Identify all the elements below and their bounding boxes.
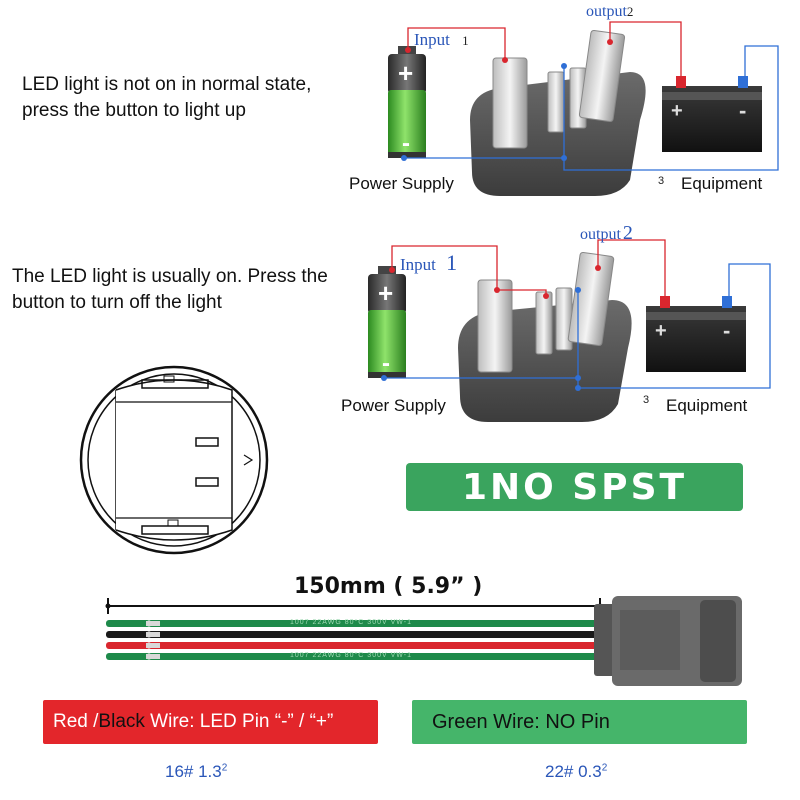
diagram1-equipment-label: Equipment xyxy=(681,174,763,193)
diagram1-power-battery xyxy=(388,46,426,158)
wiring-diagrams-svg xyxy=(368,21,779,422)
green-word: Green xyxy=(432,711,488,733)
diagram2-input-text: Input xyxy=(400,255,436,274)
diagram1-output-label: output2 xyxy=(586,3,633,21)
red-word: Red xyxy=(53,711,88,732)
wire-word: Wire: xyxy=(144,711,200,732)
wire-print-text-top: 1007 22AWG 80°C 300V VW-1 xyxy=(290,619,412,626)
diagram1-power-supply-label: Power Supply xyxy=(349,174,454,193)
diagram2-battery-plus: + xyxy=(378,278,394,308)
diagram1-equipment-battery xyxy=(662,76,762,152)
diagram2-power-battery xyxy=(368,266,406,378)
right-gauge-sup: 2 xyxy=(601,762,608,774)
red-black-wire-label-box: Red /Black Wire: LED Pin “-” / “+” xyxy=(43,700,378,744)
diagram1-switch xyxy=(470,29,646,196)
diagram1-equipment-plus: + xyxy=(671,100,683,122)
diagram2-battery-minus: - xyxy=(382,350,390,377)
diagram2-equipment-label: Equipment xyxy=(666,396,748,415)
switch-pin-layout-diagram xyxy=(79,365,269,555)
diagram2-description-line2: button to turn off the light xyxy=(12,291,222,313)
diagram2-equipment-number: 3 xyxy=(643,394,650,406)
diagram2-input-label: Input 1 xyxy=(400,250,457,276)
wire-harness-svg xyxy=(105,596,742,686)
diagram1-battery-plus: + xyxy=(398,58,414,88)
diagram2-description-line1: The LED light is usually on. Press the xyxy=(12,266,328,287)
diagram1-equipment-minus: - xyxy=(739,98,747,123)
switch-type-badge: 1NO SPST xyxy=(406,463,743,511)
no-pin-text: Wire: NO Pin xyxy=(487,711,610,733)
right-gauge-text: 22# 0.3 xyxy=(545,762,602,781)
diagram1-input-number: 1 xyxy=(462,33,469,48)
diagram2-output-number: 2 xyxy=(622,222,633,244)
diagram1-description-line1: LED light is not on in normal state, xyxy=(22,74,312,95)
left-gauge-sup: 2 xyxy=(221,762,228,774)
diagram2-equipment-plus: + xyxy=(655,320,667,342)
diagram2-power-supply-label: Power Supply xyxy=(341,396,446,415)
diagram1-description: LED light is not on in normal state, pre… xyxy=(22,72,311,123)
diagram2-output-text: output xyxy=(580,226,621,243)
diagram1-output-text: output xyxy=(586,3,627,20)
right-wire-gauge: 22# 0.32 xyxy=(545,762,607,782)
diagram2-description: The LED light is usually on. Press the b… xyxy=(12,264,328,315)
diagram1-output-number: 2 xyxy=(626,4,634,19)
diagram2-equipment-battery xyxy=(646,296,746,372)
left-wire-gauge: 16# 1.32 xyxy=(165,762,227,782)
black-word: Black xyxy=(98,711,145,732)
diagram1-input-label: Input 1 xyxy=(414,30,469,50)
diagram1-equipment-number: 3 xyxy=(658,175,665,187)
green-wire-label-box: Green Wire: NO Pin xyxy=(412,700,747,744)
left-gauge-text: 16# 1.3 xyxy=(165,762,222,781)
led-pin-text: LED Pin “-” / “+” xyxy=(199,711,334,732)
diagram1-description-line2: press the button to light up xyxy=(22,99,246,121)
diagram2-equipment-minus: - xyxy=(723,318,731,343)
wire-length-label: 150mm ( 5.9” ) xyxy=(294,574,483,599)
diagram1-battery-minus: - xyxy=(402,130,410,157)
slash: / xyxy=(87,711,99,732)
diagram2-switch xyxy=(458,251,632,422)
diagram1-input-text: Input xyxy=(414,30,450,49)
diagram2-input-number: 1 xyxy=(446,250,458,275)
wire-print-text-bottom: 1007 22AWG 80°C 300V VW-1 xyxy=(290,652,412,659)
